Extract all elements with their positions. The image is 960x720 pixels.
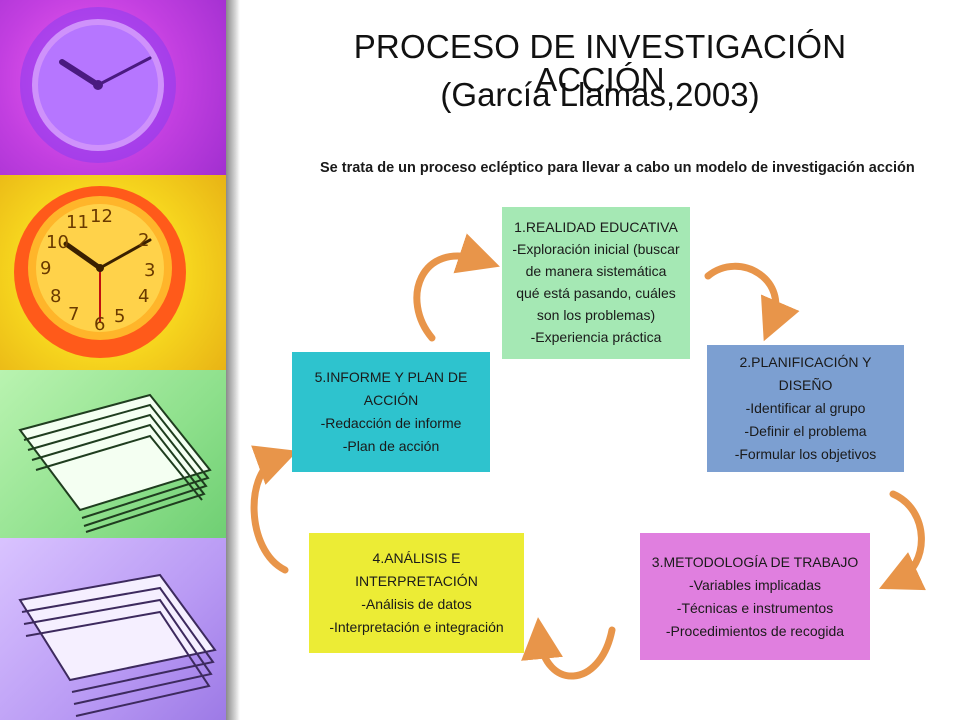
step-title: 1.REALIDAD EDUCATIVA [514,219,678,235]
page-title-citation: (García Llamas,2003) [440,76,760,113]
svg-text:10: 10 [46,232,69,253]
svg-text:12: 12 [90,206,113,227]
page-subtitle: Se trata de un proceso ecléptico para ll… [320,160,915,176]
step-line: -Exploración inicial (buscar [512,241,680,257]
step-title: 4.ANÁLISIS E INTERPRETACIÓN [355,550,478,589]
step-line: -Experiencia práctica [530,329,662,345]
arrow-2-to-3 [878,490,926,591]
step-line: -Identificar al grupo [745,400,866,416]
strip-shadow [226,0,240,720]
svg-text:9: 9 [40,258,51,279]
papers-icon [18,573,217,717]
svg-text:8: 8 [50,286,61,307]
step-line: qué está pasando, cuáles [516,285,676,301]
step-title: 2.PLANIFICACIÓN Y DISEÑO [739,354,872,393]
step-line: -Redacción de informe [320,415,462,431]
step-box-metodologia-trabajo: 3.METODOLOGÍA DE TRABAJO -Variables impl… [640,533,870,660]
step-title: 5.INFORME Y PLAN DE [314,369,468,385]
step-line: -Análisis de datos [361,596,472,612]
arrow-3-to-4 [521,617,616,680]
step-line: de manera sistemática [525,263,667,279]
svg-text:4: 4 [138,286,149,307]
step-title: 3.METODOLOGÍA DE TRABAJO [651,553,859,570]
step-line: son los problemas) [536,307,656,323]
step-line: -Variables implicadas [688,576,821,593]
step-line: -Formular los objetivos [734,446,877,462]
arrow-5-to-1 [413,233,500,342]
arrow-1-to-2 [704,262,800,342]
svg-text:3: 3 [144,260,155,281]
svg-text:6: 6 [94,314,105,335]
svg-text:7: 7 [68,304,79,325]
step-box-analisis-interpretacion: 4.ANÁLISIS E INTERPRETACIÓN -Análisis de… [309,533,524,653]
svg-text:11: 11 [66,212,89,233]
step-line: -Procedimientos de recogida [665,622,845,639]
papers-icon [18,393,212,533]
arrow-4-to-5 [250,445,298,574]
step-box-informe-plan-accion: 5.INFORME Y PLAN DE ACCIÓN -Redacción de… [292,352,490,472]
step-line: -Plan de acción [342,438,440,454]
svg-text:2: 2 [138,230,149,251]
clock-icon [20,7,176,163]
step-line: ACCIÓN [363,392,419,408]
step-line: -Interpretación e integración [329,619,504,635]
step-line: -Definir el problema [744,423,867,439]
step-line: -Técnicas e instrumentos [676,599,834,616]
step-box-planificacion-diseno: 2.PLANIFICACIÓN Y DISEÑO -Identificar al… [707,345,904,472]
step-box-realidad-educativa: 1.REALIDAD EDUCATIVA -Exploración inicia… [502,207,690,359]
svg-text:5: 5 [114,306,125,327]
page-title: PROCESO DE INVESTIGACIÓN ACCIÓN [353,28,847,98]
